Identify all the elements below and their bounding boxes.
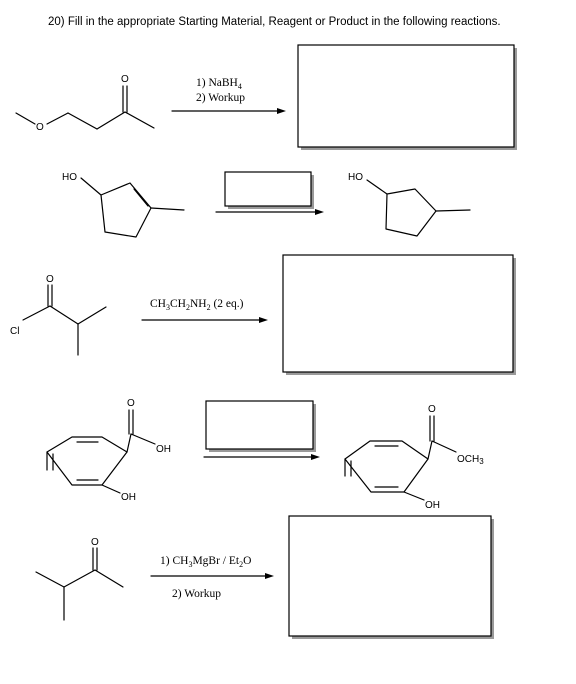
reaction-2: HO HO xyxy=(62,171,471,238)
arrowhead xyxy=(277,108,286,114)
atom-label: HO xyxy=(62,172,77,183)
reagent-line: 2) Workup xyxy=(196,92,245,104)
atom-label: HO xyxy=(348,172,363,183)
answer-box-reagent[interactable] xyxy=(224,171,312,207)
product-2: HO xyxy=(348,172,471,237)
atom-label: O xyxy=(91,537,99,548)
atom-label: OCH3 xyxy=(457,454,484,466)
question-prompt: 20) Fill in the appropriate Starting Mat… xyxy=(48,16,501,28)
reagent-line: 1) NaBH4 xyxy=(196,77,242,91)
reaction-4: O OH OH O OCH3 OH xyxy=(46,398,484,511)
atom-label: O xyxy=(127,398,135,409)
reagent-line: CH3CH2NH2 (2 eq.) xyxy=(150,298,244,312)
arrowhead xyxy=(311,454,320,460)
atom-label: O xyxy=(428,404,436,415)
atom-label: Cl xyxy=(10,326,19,337)
reaction-3: O Cl CH3CH2NH2 (2 eq.) xyxy=(10,254,516,375)
atom-label: OH xyxy=(121,492,136,503)
starting-material-4: O OH OH xyxy=(46,398,171,503)
arrowhead xyxy=(265,573,274,579)
atom-label: O xyxy=(36,122,44,133)
product-4: O OCH3 OH xyxy=(344,404,484,511)
answer-box-product[interactable] xyxy=(297,44,515,148)
atom-label: O xyxy=(121,74,129,85)
atom-label: O xyxy=(46,274,54,285)
reaction-5: O 1) CH3MgBr / Et2O 2) Workup xyxy=(35,515,494,639)
starting-material-3: O Cl xyxy=(10,274,107,356)
arrowhead xyxy=(315,209,324,215)
starting-material-2: HO xyxy=(62,172,185,238)
reaction-1: O O 1) NaBH4 2) Workup xyxy=(15,44,517,150)
answer-box-product[interactable] xyxy=(282,254,514,373)
reagent-line: 1) CH3MgBr / Et2O xyxy=(160,555,251,569)
atom-label: OH xyxy=(425,500,440,511)
starting-material-5: O xyxy=(35,537,124,621)
answer-box-product[interactable] xyxy=(288,515,492,637)
reagent-line: 2) Workup xyxy=(172,588,221,600)
answer-box-reagent[interactable] xyxy=(205,400,314,450)
arrowhead xyxy=(259,317,268,323)
starting-material-1: O O xyxy=(15,74,155,133)
atom-label: OH xyxy=(156,444,171,455)
